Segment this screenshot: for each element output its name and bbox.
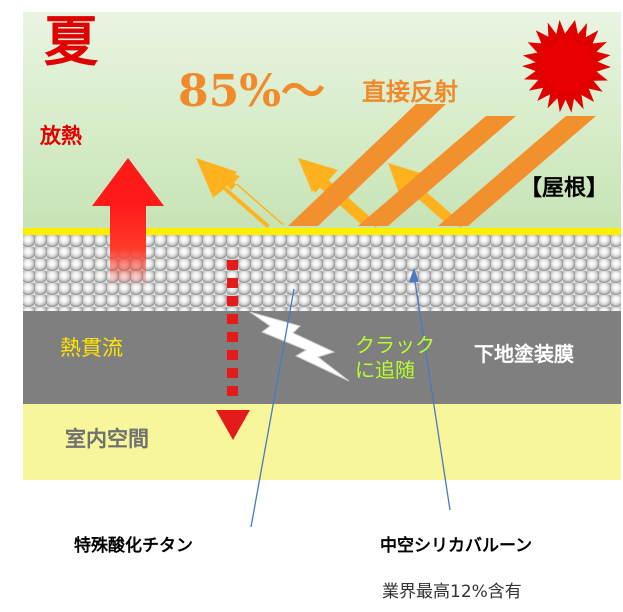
base-coat-layer <box>23 311 621 404</box>
heat-radiation-arrow <box>92 158 164 286</box>
crack-line1: クラック <box>355 333 435 357</box>
pointer-line-titanium <box>250 288 295 528</box>
incoming-sun-ray <box>288 104 446 226</box>
heat-radiation-label: 放熱 <box>40 124 82 148</box>
heat-flow-label: 熱貫流 <box>60 336 123 360</box>
summer-label: 夏 <box>44 9 98 73</box>
crack-follow-label: クラック に追随 <box>355 333 435 383</box>
roof-label: 【屋根】 <box>520 176 609 201</box>
crack-lightning-icon <box>249 311 350 382</box>
crack-line2: に追随 <box>355 358 415 382</box>
reflected-arrow <box>196 158 285 228</box>
base-coat-label: 下地塗装膜 <box>474 342 574 366</box>
room-label: 室内空間 <box>65 427 149 451</box>
reflection-percent-label: 85%～ <box>178 66 326 117</box>
pointer-line-balloon <box>413 274 451 511</box>
incoming-sun-ray <box>358 116 516 226</box>
pointer-arrowhead <box>409 268 419 282</box>
indoor-space-layer <box>23 404 621 480</box>
incoming-sun-ray <box>438 116 596 226</box>
industry-best-label: 業界最高12%含有 <box>382 582 522 602</box>
coating-surface-line <box>23 228 621 235</box>
hollow-balloon-label: 中空シリカバルーン <box>380 536 533 556</box>
titanium-oxide-label: 特殊酸化チタン <box>74 536 193 556</box>
direct-reflection-label: 直接反射 <box>362 78 458 106</box>
heat-flow-arrow <box>216 260 250 440</box>
sun-icon <box>522 19 611 113</box>
